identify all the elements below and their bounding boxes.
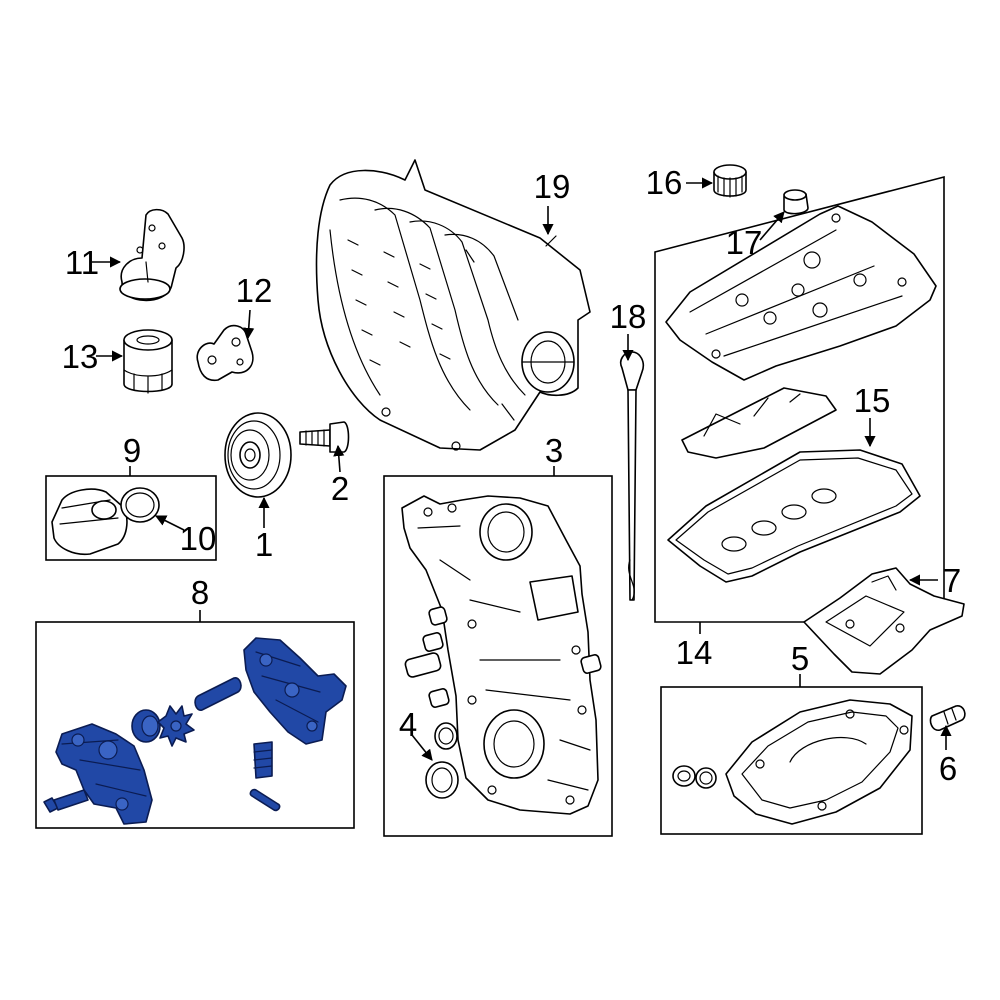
callout-15: 15 xyxy=(854,382,891,419)
callout-7: 7 xyxy=(943,562,961,599)
part-7-bracket[interactable] xyxy=(803,567,965,675)
group-box-3 xyxy=(383,475,613,837)
part-8-oil-pump-assembly[interactable] xyxy=(43,637,347,825)
part-10-o-ring[interactable] xyxy=(120,487,160,523)
part-15-valve-cover-gasket[interactable] xyxy=(667,449,921,583)
callout-18: 18 xyxy=(610,298,647,335)
callout-2: 2 xyxy=(331,470,349,507)
callout-9: 9 xyxy=(123,432,141,469)
callout-5: 5 xyxy=(791,640,809,677)
part-18-oil-dipstick[interactable] xyxy=(619,351,645,601)
callout-13: 13 xyxy=(62,338,99,375)
valve-cover-baffle xyxy=(681,387,837,459)
part-17-grommet[interactable] xyxy=(783,189,809,215)
part-5-oil-pan[interactable] xyxy=(725,699,913,825)
callout-16: 16 xyxy=(646,164,683,201)
callout-10: 10 xyxy=(180,520,217,557)
callout-11: 11 xyxy=(65,244,99,281)
callout-3: 3 xyxy=(545,432,563,469)
callout-4: 4 xyxy=(399,706,417,743)
leader-lines xyxy=(92,177,952,761)
callout-1: 1 xyxy=(255,526,273,563)
part-14-valve-cover[interactable] xyxy=(665,205,937,381)
callout-12: 12 xyxy=(236,272,273,309)
group-box-8 xyxy=(35,621,355,829)
group-box-9 xyxy=(45,475,217,561)
part-9-cover[interactable] xyxy=(51,488,128,556)
part-16-oil-filler-cap[interactable] xyxy=(713,164,747,198)
part-1-crankshaft-pulley[interactable] xyxy=(224,412,292,498)
callout-8: 8 xyxy=(191,574,209,611)
part-4-seal[interactable] xyxy=(425,722,459,799)
oil-drain-plug xyxy=(672,765,717,789)
part-13-oil-filter[interactable] xyxy=(123,329,173,394)
timing-cover-dowels xyxy=(404,606,602,708)
callout-17: 17 xyxy=(726,224,763,261)
part-12-gasket[interactable] xyxy=(196,324,254,382)
part-19-intake-manifold[interactable] xyxy=(315,159,591,451)
part-3-timing-chain-cover[interactable] xyxy=(401,495,599,815)
group-box-5 xyxy=(660,686,923,835)
callout-numbers: 1 2 3 4 5 6 7 8 9 10 11 12 13 14 15 16 1… xyxy=(62,164,962,787)
callout-19: 19 xyxy=(534,168,571,205)
part-6-sensor[interactable] xyxy=(929,705,966,731)
part-2-pulley-bolt[interactable] xyxy=(299,421,350,453)
part-11-oil-filter-housing[interactable] xyxy=(119,208,185,302)
callout-14: 14 xyxy=(676,634,713,671)
callout-6: 6 xyxy=(939,750,957,787)
